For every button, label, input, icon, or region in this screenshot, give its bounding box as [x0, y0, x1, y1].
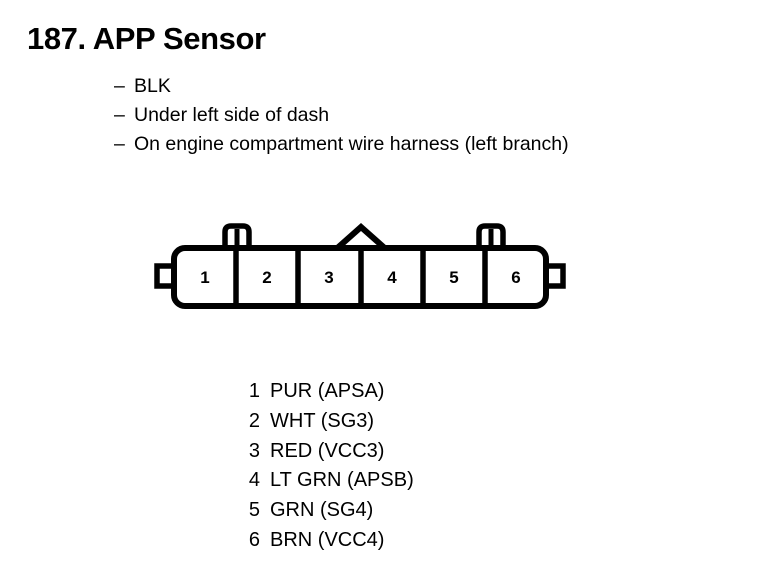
connector-graphic: 1 2 3 4 5 6 — [154, 222, 566, 309]
cavity-number-2: 2 — [262, 268, 271, 287]
pin-legend-label: BRN (VCC4) — [270, 528, 385, 551]
description-line: –Under left side of dash — [114, 101, 569, 130]
pin-legend-label: PUR (APSA) — [270, 380, 385, 402]
description-line: –BLK — [114, 72, 569, 101]
slotted-top-tab-right-icon — [476, 223, 506, 255]
pin-legend-row: 2 WHT (SG3) — [246, 407, 414, 437]
dash-bullet-icon: – — [114, 133, 125, 155]
pin-legend-row: 5 GRN (SG4) — [246, 496, 414, 526]
pin-legend-row: 6 BRN (VCC4) — [246, 526, 414, 556]
description-text: Under left side of dash — [134, 104, 330, 126]
pin-legend-number: 6 — [248, 528, 260, 551]
cavity-number-3: 3 — [324, 268, 333, 287]
pin-legend-row: 4 LT GRN (APSB) — [246, 466, 414, 496]
cavity-number-1: 1 — [200, 268, 209, 287]
cavity-number-6: 6 — [511, 268, 520, 287]
description-line: –On engine compartment wire harness (lef… — [114, 130, 569, 159]
pin-legend-label: GRN (SG4) — [270, 499, 374, 522]
side-notch-tab-left-icon — [154, 263, 174, 289]
pin-legend-number: 2 — [248, 409, 260, 432]
connector-diagram: 1 2 3 4 5 6 — [150, 218, 570, 318]
pin-legend-label: LT GRN (APSB) — [270, 469, 414, 492]
dash-bullet-icon: – — [114, 104, 125, 126]
description-text: On engine compartment wire harness (left… — [134, 133, 569, 155]
peak-latch-icon — [332, 222, 390, 254]
page-title: 187. APP Sensor — [27, 21, 266, 56]
dash-bullet-icon: – — [114, 75, 125, 97]
pin-legend-number: 1 — [248, 380, 260, 402]
pin-legend-label: RED (VCC3) — [270, 439, 385, 462]
pin-legend-number: 5 — [248, 499, 260, 522]
cavity-number-4: 4 — [387, 268, 397, 287]
pin-legend-number: 3 — [248, 439, 260, 462]
pin-legend-label: WHT (SG3) — [270, 409, 375, 432]
description-list: –BLK –Under left side of dash –On engine… — [114, 72, 569, 159]
cavity-number-5: 5 — [449, 268, 458, 287]
pin-legend-row: 3 RED (VCC3) — [246, 437, 414, 467]
pin-legend-row: 1 PUR (APSA) — [246, 377, 414, 407]
side-notch-tab-right-icon — [546, 263, 566, 289]
pin-legend-number: 4 — [248, 469, 260, 492]
cavity-dividers — [233, 248, 488, 306]
pin-legend-list: 1 PUR (APSA) 2 WHT (SG3) 3 RED (VCC3) 4 LT G… — [246, 377, 414, 556]
slotted-top-tab-left-icon — [222, 223, 252, 255]
description-text: BLK — [134, 75, 171, 97]
